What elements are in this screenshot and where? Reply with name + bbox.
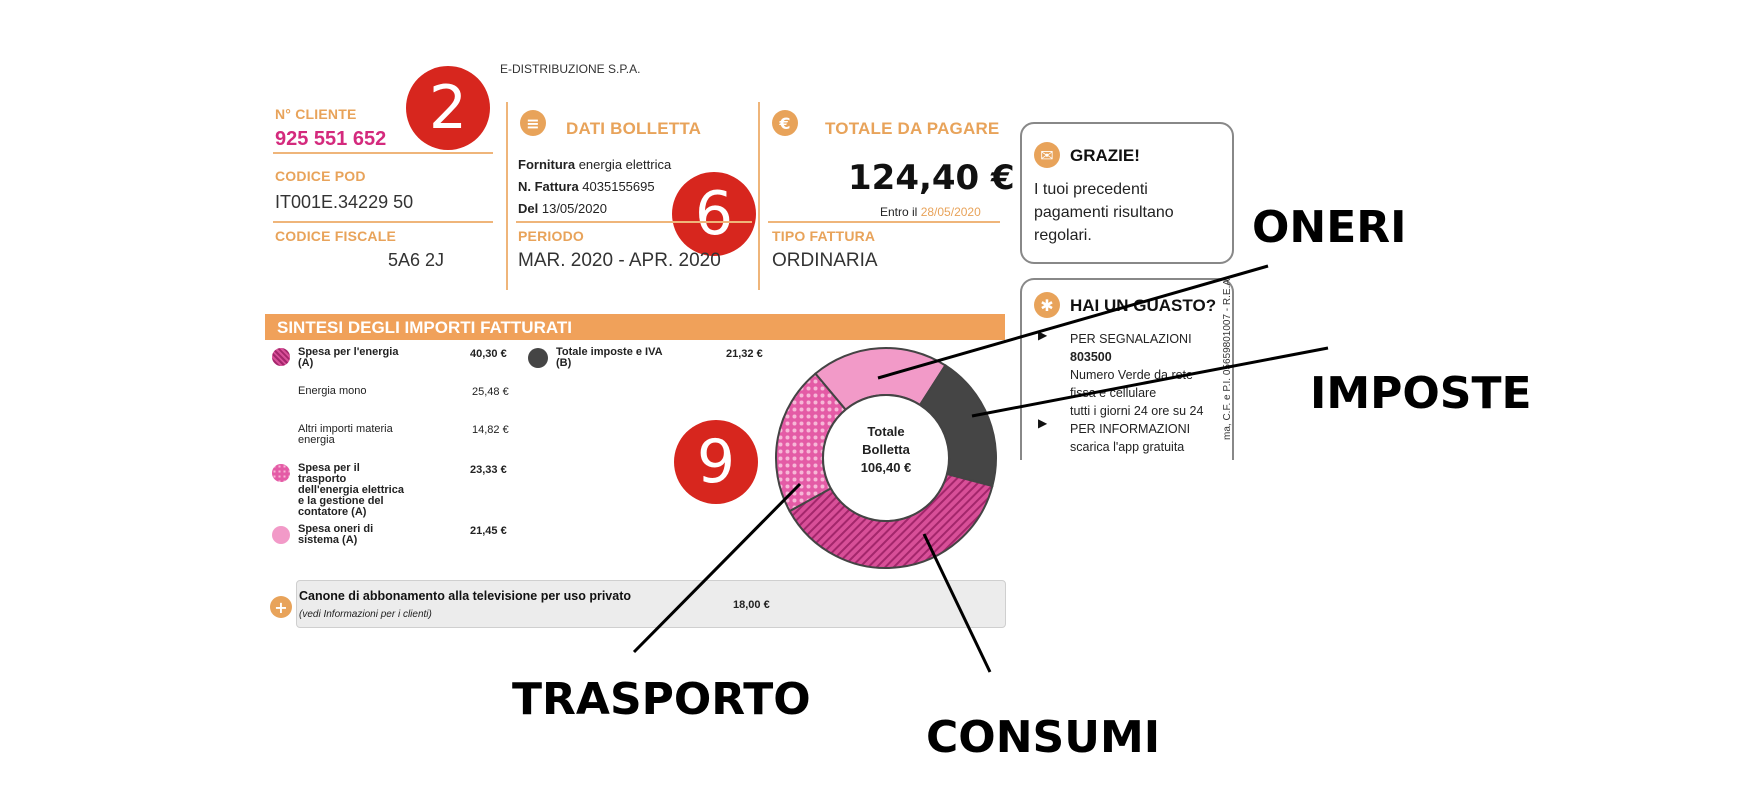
sintesi-title: SINTESI DEGLI IMPORTI FATTURATI — [277, 318, 572, 337]
consumi-pointer — [922, 533, 992, 673]
row-oneri-value: 21,45 € — [470, 525, 507, 537]
company-name: E-DISTRIBUZIONE S.P.A. — [500, 62, 641, 76]
imposte-pointer — [971, 346, 1329, 418]
grazie-card: ✉ GRAZIE! I tuoi precedenti pagamenti ri… — [1020, 122, 1234, 264]
row-altri-value: 14,82 € — [472, 424, 509, 436]
sintesi-bar: SINTESI DEGLI IMPORTI FATTURATI — [265, 314, 1005, 340]
grazie-text: I tuoi precedenti pagamenti risultano re… — [1034, 181, 1174, 244]
document-icon: ≡ — [520, 110, 546, 136]
trasporto-dot — [272, 464, 290, 482]
donut-center-line2: Bolletta — [862, 442, 910, 457]
row-imposte-value: 21,32 € — [726, 348, 763, 360]
canone-label: Canone di abbonamento alla televisione p… — [299, 589, 632, 603]
donut-center-value: 106,40 € — [861, 460, 912, 475]
periodo-label: PERIODO — [518, 228, 584, 244]
canone-value: 18,00 € — [733, 599, 770, 611]
totale-title: TOTALE DA PAGARE — [825, 119, 1000, 138]
row-mono-label: Energia mono — [298, 385, 367, 397]
canone-box: Canone di abbonamento alla televisione p… — [296, 580, 1006, 628]
badge-6: 6 — [672, 172, 756, 256]
guasto-title: HAI UN GUASTO? — [1070, 296, 1217, 315]
imposte-dot — [528, 348, 548, 368]
totale-amount: 124,40 € — [848, 158, 1015, 198]
row-trasporto-value: 23,33 € — [470, 464, 507, 476]
energia-dot — [272, 348, 290, 366]
pod-label: CODICE POD — [275, 168, 366, 184]
plus-icon: + — [270, 596, 292, 618]
badge-2: 2 — [406, 66, 490, 150]
donut-center-line1: Totale — [867, 424, 904, 439]
cf-value: 5A6 2J — [388, 250, 445, 270]
arrow-icon: ▶ — [1038, 416, 1048, 430]
row-energia-label: Spesa per l'energia(A) — [298, 346, 399, 369]
euro-icon: € — [772, 110, 798, 136]
guasto-card: ✱ HAI UN GUASTO? ▶ ▶ PER SEGNALAZIONI 80… — [1020, 278, 1234, 460]
entro-line: Entro il 28/05/2020 — [880, 205, 981, 219]
consumi-callout: CONSUMI — [926, 712, 1161, 763]
trasporto-pointer — [632, 482, 802, 654]
grazie-title: GRAZIE! — [1070, 146, 1140, 165]
fornitura-line: Fornitura energia elettrica — [518, 157, 672, 172]
dati-title: DATI BOLLETTA — [566, 119, 702, 138]
row-mono-value: 25,48 € — [472, 386, 509, 398]
cliente-nr-label: N° CLIENTE — [275, 106, 357, 122]
del-line: Del 13/05/2020 — [518, 201, 607, 216]
periodo-value: MAR. 2020 - APR. 2020 — [518, 250, 721, 271]
tipo-value: ORDINARIA — [772, 250, 878, 271]
gear-icon: ✱ — [1034, 292, 1060, 318]
envelope-icon: ✉ — [1034, 142, 1060, 168]
row-energia-value: 40,30 € — [470, 348, 507, 360]
cf-label: CODICE FISCALE — [275, 228, 397, 244]
donut-hole — [822, 394, 950, 522]
canone-note: (vedi Informazioni per i clienti) — [299, 609, 432, 620]
badge-9: 9 — [674, 420, 758, 504]
trasporto-callout: TRASPORTO — [512, 674, 811, 725]
arrow-icon: ▶ — [1038, 328, 1048, 342]
oneri-dot — [272, 526, 290, 544]
fattura-line: N. Fattura 4035155695 — [518, 179, 655, 194]
row-imposte-label: Totale imposte e IVA(B) — [556, 346, 663, 369]
oneri-pointer — [877, 264, 1269, 380]
cliente-nr-value: 925 551 652 — [275, 128, 387, 150]
oneri-callout: ONERI — [1252, 202, 1407, 253]
pod-value: IT001E.34229 50 — [275, 192, 414, 212]
imposte-callout: IMPOSTE — [1310, 368, 1532, 419]
tipo-label: TIPO FATTURA — [772, 228, 876, 244]
